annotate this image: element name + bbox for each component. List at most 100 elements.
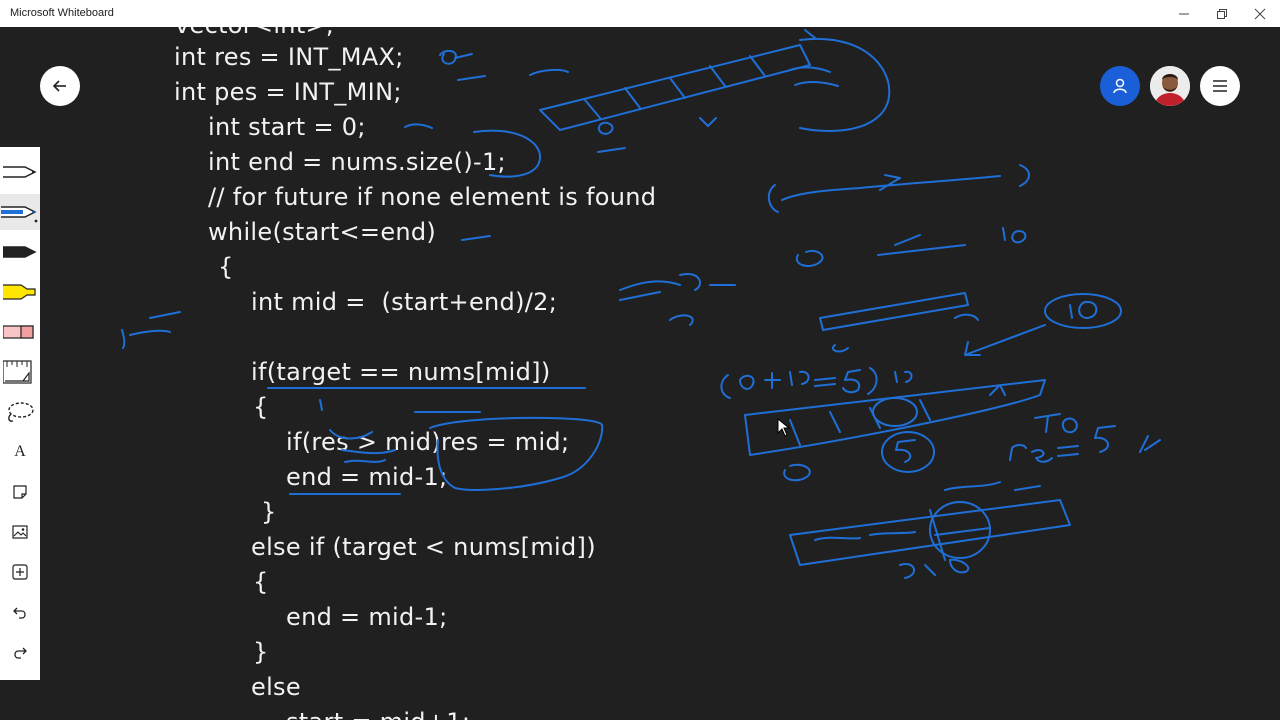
ink-stroke <box>1057 445 1079 457</box>
pen-black-icon <box>3 166 37 178</box>
person-icon <box>1113 78 1127 94</box>
ink-stroke <box>1061 417 1078 434</box>
ink-stroke <box>783 463 811 482</box>
ink-stroke <box>149 311 181 319</box>
title-bar: Microsoft Whiteboard <box>0 0 1280 27</box>
ink-stroke <box>1044 293 1122 329</box>
ink-stroke <box>1031 449 1053 463</box>
ink-stroke <box>744 379 1046 456</box>
close-button[interactable] <box>1237 0 1280 27</box>
code-line: else if (target < nums[mid]) <box>251 533 596 561</box>
ink-stroke <box>429 416 604 491</box>
code-line: } <box>253 638 269 666</box>
ink-stroke <box>720 374 731 399</box>
code-line: vector<int>; <box>175 27 334 37</box>
code-line: if(target == nums[mid]) <box>251 358 551 386</box>
text-icon: A <box>14 443 26 460</box>
ink-stroke <box>597 121 614 135</box>
ink-stroke <box>879 174 901 191</box>
code-line: else <box>251 673 301 701</box>
ink-stroke <box>867 367 878 395</box>
pen-black-2-tool[interactable] <box>0 234 40 270</box>
ink-stroke <box>584 55 766 119</box>
ink-stroke <box>461 235 491 241</box>
menu-button[interactable] <box>1200 66 1240 106</box>
note-icon <box>13 485 27 499</box>
ink-stroke <box>964 341 981 356</box>
highlighter-yellow-icon <box>3 284 36 300</box>
code-line: int end = nums.size()-1; <box>208 148 506 176</box>
ink-annotations <box>121 29 1161 579</box>
ink-stroke <box>454 53 473 59</box>
code-line: int pes = INT_MIN; <box>174 78 402 106</box>
ink-stroke <box>831 344 849 353</box>
ink-stroke <box>899 558 970 579</box>
whiteboard-canvas[interactable]: vector<int>; int res = INT_MAX; int pes … <box>0 27 1280 720</box>
code-line: { <box>253 568 269 596</box>
ink-stroke <box>439 49 457 65</box>
ink-stroke <box>473 129 541 178</box>
undo-icon <box>13 607 26 619</box>
code-line: int mid = (start+end)/2; <box>251 288 558 316</box>
ink-stroke <box>789 370 810 386</box>
ink-stroke <box>795 249 824 267</box>
undo-button[interactable] <box>0 594 40 630</box>
ink-stroke <box>819 292 969 331</box>
ink-stroke <box>1139 435 1161 453</box>
ink-stroke <box>739 374 755 390</box>
ink-stroke <box>597 147 626 153</box>
ink-stroke <box>842 369 861 394</box>
code-line: if(res > mid)res = mid; <box>286 428 570 456</box>
ink-stroke <box>669 314 694 326</box>
eraser-icon <box>3 325 34 339</box>
window-title: Microsoft Whiteboard <box>10 7 114 19</box>
code-line: int res = INT_MAX; <box>174 43 404 71</box>
ink-stroke <box>1009 444 1027 461</box>
ink-stroke <box>1019 164 1030 187</box>
share-button[interactable] <box>1100 66 1140 106</box>
ink-stroke <box>789 399 931 446</box>
ink-stroke <box>121 329 171 349</box>
pen-blue-icon <box>1 206 38 223</box>
code-line: end = mid-1; <box>286 603 448 631</box>
ink-stroke <box>964 324 1046 356</box>
insert-icon <box>12 564 28 580</box>
code-line: // for future if none element is found <box>208 183 657 211</box>
ink-stroke <box>767 184 779 213</box>
ruler-tool[interactable] <box>0 354 40 390</box>
text-tool[interactable]: A <box>0 434 40 470</box>
ink-stroke <box>764 372 781 389</box>
code-line: { <box>253 393 269 421</box>
image-icon <box>12 525 28 539</box>
eraser-tool[interactable] <box>0 314 40 350</box>
minimize-button[interactable] <box>1161 0 1207 27</box>
redo-button[interactable] <box>0 634 40 670</box>
code-line: int start = 0; <box>208 113 366 141</box>
ink-stroke <box>881 431 935 473</box>
note-tool[interactable] <box>0 474 40 510</box>
ink-stroke <box>404 123 433 129</box>
ink-stroke <box>929 501 991 559</box>
arrow-left-icon <box>52 80 66 92</box>
close-icon <box>1254 8 1266 19</box>
avatar[interactable] <box>1150 66 1190 106</box>
ink-stroke <box>877 234 966 256</box>
insert-tool[interactable] <box>0 554 40 590</box>
image-tool[interactable] <box>0 514 40 550</box>
lasso-tool[interactable] <box>0 394 40 430</box>
ink-stroke <box>894 370 913 383</box>
ink-stroke <box>699 117 717 127</box>
ink-stroke <box>944 481 1041 491</box>
pen-blue-tool[interactable] <box>0 194 40 230</box>
ink-stroke <box>457 75 486 81</box>
pen-black-2-icon <box>3 246 37 258</box>
redo-icon <box>14 647 27 659</box>
restore-button[interactable] <box>1199 0 1245 27</box>
ink-toolbar: A <box>0 147 40 680</box>
ink-stroke <box>814 531 916 541</box>
ruler-icon <box>3 360 32 384</box>
hamburger-icon <box>1213 80 1227 92</box>
highlighter-tool[interactable] <box>0 274 40 310</box>
back-button[interactable] <box>40 66 80 106</box>
pen-black-tool[interactable] <box>0 154 40 190</box>
